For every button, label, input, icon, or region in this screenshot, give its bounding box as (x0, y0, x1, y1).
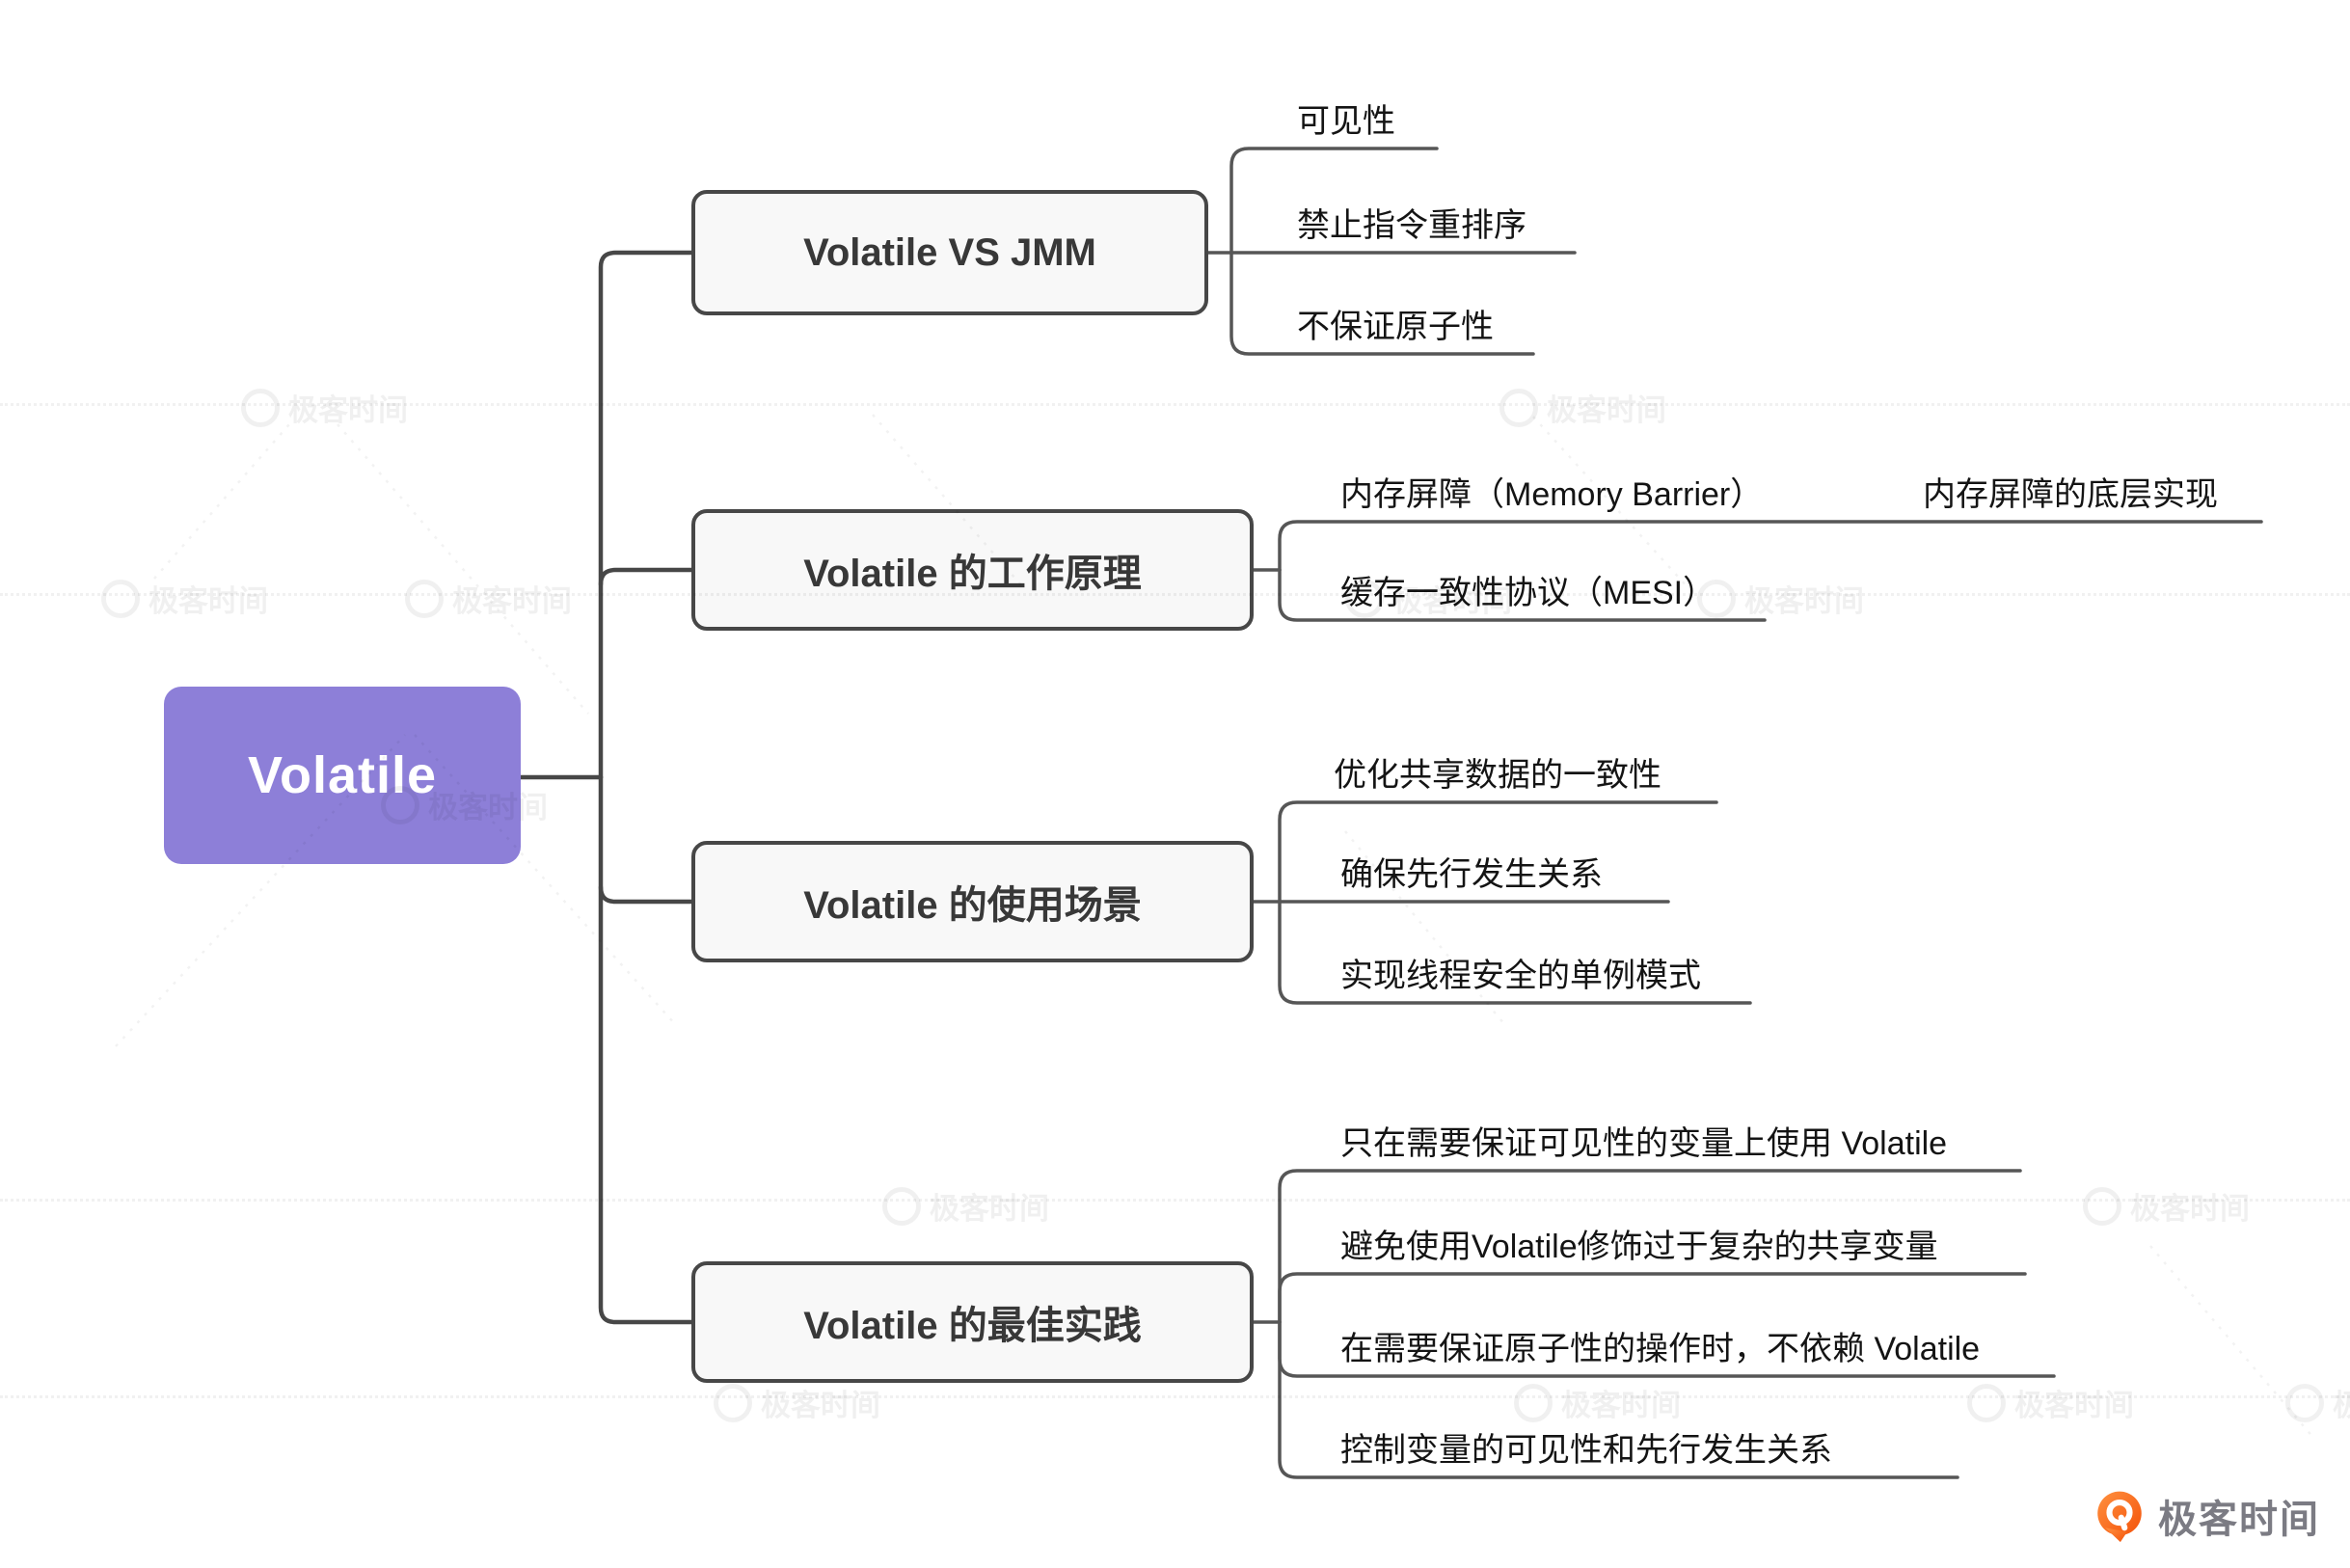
geektime-logo-text: 极客时间 (2158, 1499, 2320, 1541)
subtopic-optimize-consistency[interactable]: 优化共享数据的一致性 (1334, 757, 1661, 794)
subtopic-mesi[interactable]: 缓存一致性协议（MESI） (1340, 575, 1716, 611)
topic-use-cases[interactable]: Volatile 的使用场景 (691, 841, 1254, 962)
subtopic-happens-before[interactable]: 确保先行发生关系 (1340, 856, 1603, 893)
subtopic-memory-barrier-impl[interactable]: 内存屏障的底层实现 (1923, 476, 2218, 513)
geektime-logo: 极客时间 (2093, 1488, 2320, 1544)
connector-b2-child1 (1278, 520, 2263, 572)
topic-best-practices[interactable]: Volatile 的最佳实践 (691, 1261, 1254, 1383)
connector-b4-child4 (1278, 1320, 1959, 1479)
subtopic-memory-barrier[interactable]: 内存屏障（Memory Barrier） (1340, 476, 1764, 513)
connector-b4-child2 (1278, 1272, 2027, 1324)
subtopic-visibility[interactable]: 可见性 (1297, 103, 1395, 140)
connector-trunk-down (598, 774, 694, 1325)
connector-b1-child1 (1229, 147, 1439, 255)
connector-b3-child1 (1278, 800, 1718, 904)
subtopic-no-reordering[interactable]: 禁止指令重排序 (1297, 207, 1526, 244)
subtopic-singleton[interactable]: 实现线程安全的单例模式 (1340, 958, 1701, 994)
connector-b4-child1 (1278, 1169, 2022, 1324)
geektime-logo-icon (2097, 1491, 2142, 1543)
subtopic-bp-no-atomic-reliance[interactable]: 在需要保证原子性的操作时，不依赖 Volatile (1340, 1331, 1981, 1367)
connector-branch3-tee (598, 884, 694, 905)
subtopic-no-atomicity[interactable]: 不保证原子性 (1297, 309, 1494, 345)
topic-working-principle[interactable]: Volatile 的工作原理 (691, 509, 1254, 631)
connector-b1-child3 (1229, 251, 1535, 356)
subtopic-bp-avoid-complex-shared[interactable]: 避免使用Volatile修饰过于复杂的共享变量 (1340, 1229, 1938, 1265)
root-topic-volatile[interactable]: Volatile (164, 687, 521, 864)
connector-b2-child2 (1278, 568, 1767, 622)
topic-volatile-vs-jmm[interactable]: Volatile VS JMM (691, 190, 1208, 315)
connector-trunk-up (598, 250, 694, 780)
connector-branch2-tee (598, 567, 694, 587)
subtopic-bp-control-visibility[interactable]: 控制变量的可见性和先行发生关系 (1340, 1432, 1832, 1469)
subtopic-bp-use-only-visibility[interactable]: 只在需要保证可见性的变量上使用 Volatile (1340, 1125, 1948, 1162)
connector-b3-child3 (1278, 900, 1752, 1005)
